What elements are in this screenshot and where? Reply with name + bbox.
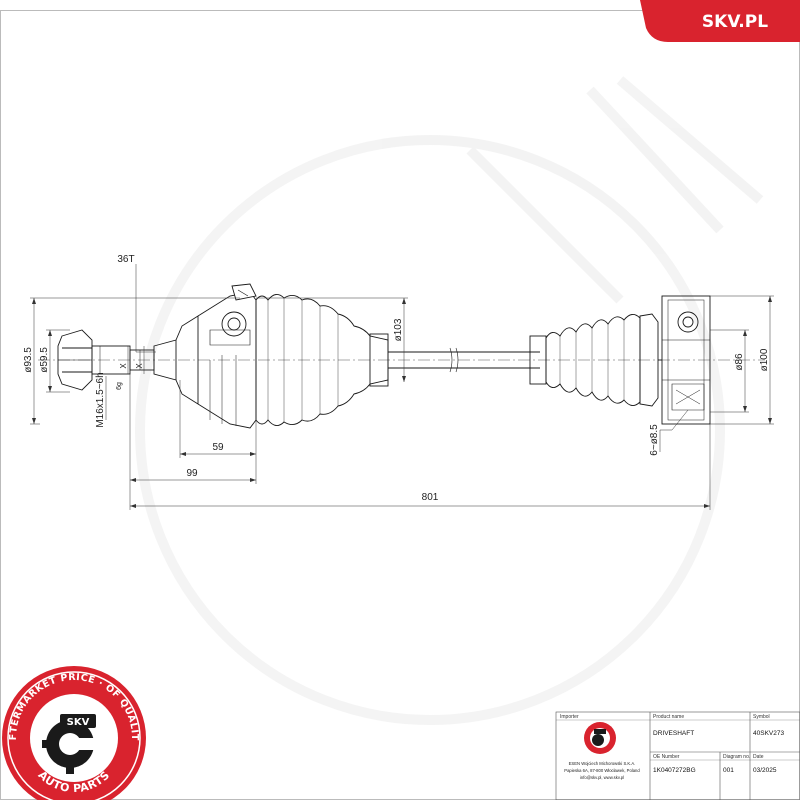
threaded-stub: [91, 345, 155, 375]
main-shaft: [388, 347, 540, 373]
watermark: [135, 76, 764, 725]
dim-99: 99: [186, 468, 198, 479]
dim-holes: 6~ø8.5: [649, 424, 660, 456]
title-block: [555, 711, 800, 800]
dim-x-right: X: [135, 363, 144, 369]
dimension-arrows: [32, 296, 772, 508]
dim-59-5: ø59.5: [39, 347, 50, 373]
importer-line-3: info@skv.pl, www.skv.pl: [580, 775, 624, 780]
date-value: 03/2025: [753, 767, 777, 774]
outer-boot: [255, 294, 389, 426]
product-name-value: DRIVESHAFT: [653, 730, 694, 737]
dim-801: 801: [422, 492, 439, 503]
symbol-value: 40SKV273: [753, 730, 784, 737]
hex-nut: [57, 329, 93, 391]
symbol-label: Symbol: [753, 714, 770, 720]
diagram-label: Diagram no.: [723, 754, 750, 760]
brand-logo-text: SKV.PL: [702, 12, 768, 32]
importer-line-1: ESEN Wojciech Michorowski S.K.A.: [569, 761, 636, 766]
gear-icon: [42, 714, 98, 774]
dim-59: 59: [212, 442, 224, 453]
dim-86: ø86: [734, 353, 745, 371]
dim-103: ø103: [393, 318, 404, 341]
badge-center-text: SKV: [67, 717, 90, 728]
title-block-logo: [584, 722, 616, 754]
oe-value: 1K0407272BG: [653, 767, 696, 774]
dim-93-5: ø93.5: [23, 347, 34, 373]
dimension-lines: [30, 264, 774, 510]
oe-label: OE Number: [653, 754, 680, 760]
dim-100: ø100: [759, 348, 770, 371]
importer-line-2: Papieska 6A, 87-800 Włocławek, Poland: [564, 768, 640, 773]
badge-ring-text: AFTERMARKET PRICE · OF QUALITY: [0, 0, 140, 741]
dim-36t: 36T: [117, 254, 134, 265]
dim-thread: M16x1.5~6h: [95, 372, 106, 427]
outer-cv-joint: [153, 283, 257, 429]
brand-tab: SKV.PL: [640, 0, 800, 42]
driveshaft-drawing: [38, 283, 765, 429]
product-name-label: Product name: [653, 714, 684, 720]
diagram-value: 001: [723, 767, 734, 774]
importer-label: Importer: [560, 714, 579, 720]
skv-auto-parts-badge: AFTERMARKET PRICE · OF QUALITY AUTO PART…: [0, 0, 146, 800]
dim-x-left: X: [119, 363, 128, 369]
dim-thread-sub: 6g: [116, 382, 123, 390]
inner-cv-joint: [639, 295, 711, 425]
date-label: Date: [753, 754, 764, 760]
